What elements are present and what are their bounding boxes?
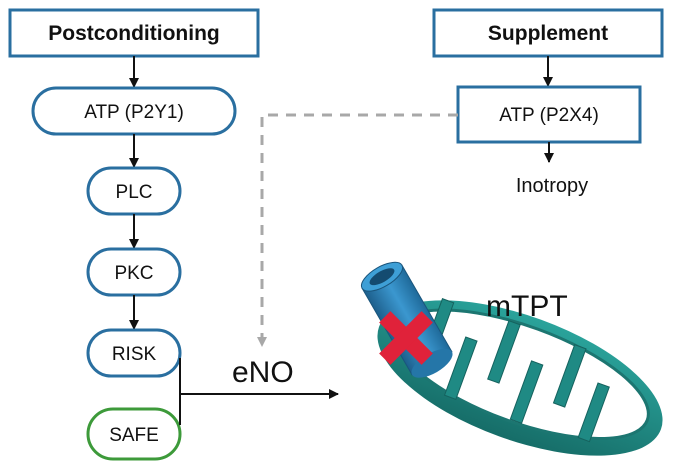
node-atp-p2y1-label: ATP (P2Y1) bbox=[84, 102, 184, 123]
mtpt-label: mTPT bbox=[486, 290, 568, 323]
mitochondrion-icon bbox=[377, 298, 663, 456]
supplement-title: Supplement bbox=[488, 22, 608, 45]
node-risk bbox=[86, 328, 182, 378]
pore-cylinder-icon bbox=[360, 261, 453, 378]
node-atp-p2x4-label: ATP (P2X4) bbox=[499, 105, 599, 126]
dashed-link-p2x4-to-eno bbox=[257, 113, 458, 347]
supplement-column: Supplement ATP (P2X4) Inotropy bbox=[257, 8, 664, 347]
inotropy-label: Inotropy bbox=[516, 175, 588, 197]
mitochondrion-cristae bbox=[421, 298, 610, 443]
postconditioning-title: Postconditioning bbox=[48, 22, 219, 45]
node-plc-label: PLC bbox=[116, 182, 153, 203]
node-pkc-label: PKC bbox=[114, 263, 153, 284]
postconditioning-column: Postconditioning ATP (P2Y1) PLC PKC RISK… bbox=[8, 8, 339, 461]
node-risk-label: RISK bbox=[112, 344, 157, 365]
node-safe-label: SAFE bbox=[109, 425, 159, 446]
eno-label: eNO bbox=[232, 356, 294, 389]
block-cross-icon bbox=[379, 311, 433, 365]
node-safe bbox=[86, 407, 182, 461]
